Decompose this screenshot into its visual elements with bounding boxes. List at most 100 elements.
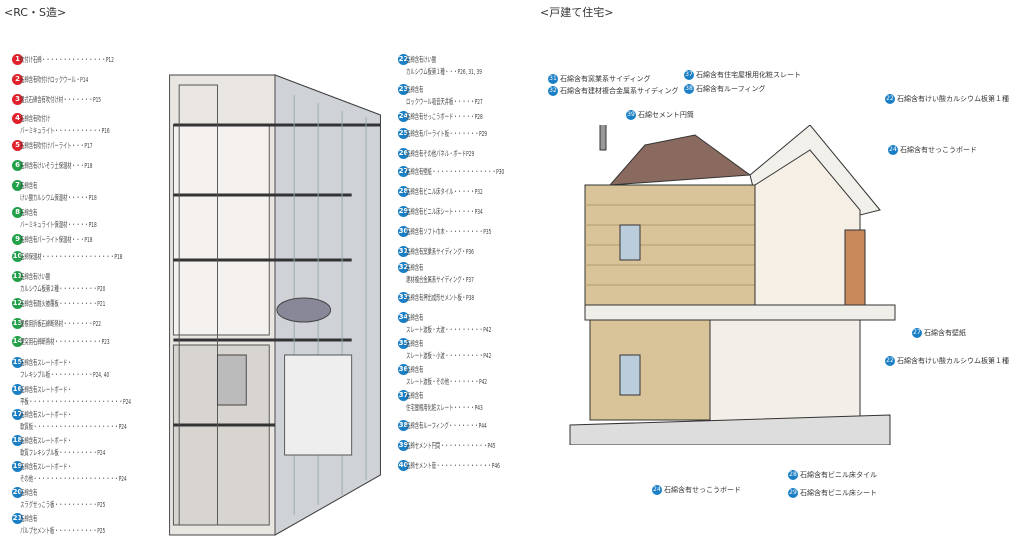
item-text: 石綿含有吹付け [20,114,51,123]
item-text: 石綿含有けい酸 [20,272,51,281]
item-number-badge: 32 [398,262,409,273]
callout-text: 石綿セメント円筒 [638,111,694,119]
item-text: その他・・・・・・・・・・・・・・・・・・・・P24 [20,474,127,483]
callout-number-badge: 24 [652,485,662,495]
callout-text: 石綿含有ビニル床タイル [800,471,877,479]
item-number-badge: 16 [12,384,23,395]
item-text: 石綿含有スレートボード・ [20,358,72,367]
item-text: 石綿含有ルーフィング・・・・・・・P44 [406,421,487,430]
item-number-badge: 36 [398,364,409,375]
callout-number-badge: 32 [548,86,558,96]
callout-text: 石綿含有ビニル床シート [800,489,877,497]
callout-number-badge: 37 [684,70,694,80]
item-number-badge: 28 [398,186,409,197]
item-text: 石綿含有 [20,514,38,523]
item-number-badge: 39 [398,440,409,451]
item-number-badge: 22 [398,54,409,65]
item-text: 石綿含有 [20,181,38,190]
item-text: 石綿含有窯業系サイディング・P36 [406,247,474,256]
item-number-badge: 26 [398,148,409,159]
item-text: カルシウム板第２種・・・・・・・・・P20 [20,284,106,293]
item-text: 吹付け石綿・・・・・・・・・・・・・・・P12 [20,55,114,64]
item-number-badge: 25 [398,128,409,139]
item-text: 石綿含有その他パネル・ボードP29 [406,149,475,158]
item-text: スラグせっこう板・・・・・・・・・・P25 [20,500,106,509]
item-text: 石綿含有 [406,339,424,348]
item-number-badge: 33 [398,292,409,303]
item-number-badge: 7 [12,180,23,191]
item-text: カルシウム板第１種・・・P26, 31, 39 [406,67,482,76]
item-text: 石綿セメント管・・・・・・・・・・・・・P46 [406,461,500,470]
callout-text: 石綿含有建材複合金属系サイディング [560,87,679,95]
item-text: 石綿含有スレートボード・ [20,410,72,419]
item-number-badge: 31 [398,246,409,257]
callout-text: 石綿含有せっこうボード [900,146,977,154]
callout-text: 石綿含有けい酸カルシウム板第１種 [897,95,1009,103]
item-text: 石綿含有スレートボード・ [20,462,72,471]
callout-text: 石綿含有けい酸カルシウム板第１種 [897,357,1009,365]
item-number-badge: 40 [398,460,409,471]
item-text: 住宅屋根用化粧スレート・・・・・P43 [406,403,483,412]
callout-text: 石綿含有住宅屋根用化粧スレート [696,71,801,79]
callout-text: 石綿含有せっこうボード [664,486,741,494]
item-number-badge: 9 [12,234,23,245]
item-text: 石綿含有押出成形セメント板・P38 [406,293,475,302]
item-number-badge: 29 [398,206,409,217]
item-text: フレキシブル板・・・・・・・・・・P24, 40 [20,370,110,379]
item-text: 平板・・・・・・・・・・・・・・・・・・・・・・P24 [20,397,132,406]
item-number-badge: 13 [12,318,23,329]
item-text: 石綿含有 [20,208,38,217]
callout-number-badge: 31 [548,74,558,84]
item-number-badge: 12 [12,298,23,309]
item-text: バーミキュライト保温材・・・・・P18 [20,220,97,229]
item-number-badge: 11 [12,271,23,282]
item-number-badge: 5 [12,140,23,151]
item-number-badge: 4 [12,113,23,124]
callout-number-badge: 22 [885,94,895,104]
item-number-badge: 1 [12,54,23,65]
item-number-badge: 34 [398,312,409,323]
item-text: 石綿含有ビニル床シート・・・・・P34 [406,207,483,216]
callout-text: 石綿含有壁紙 [924,329,966,337]
item-number-badge: 23 [398,84,409,95]
item-text: スレート波板・大波・・・・・・・・・P42 [406,325,492,334]
item-number-badge: 20 [12,487,23,498]
item-text: 石綿含有せっこうボード・・・・・P28 [406,112,483,121]
item-text: 石綿含有ソフト巾木・・・・・・・・・P35 [406,227,492,236]
item-text: ロックウール吸音天井板・・・・・P27 [406,97,483,106]
item-text: 建材複合金属系サイディング・P37 [406,275,474,284]
rc-building-illustration [169,74,381,536]
